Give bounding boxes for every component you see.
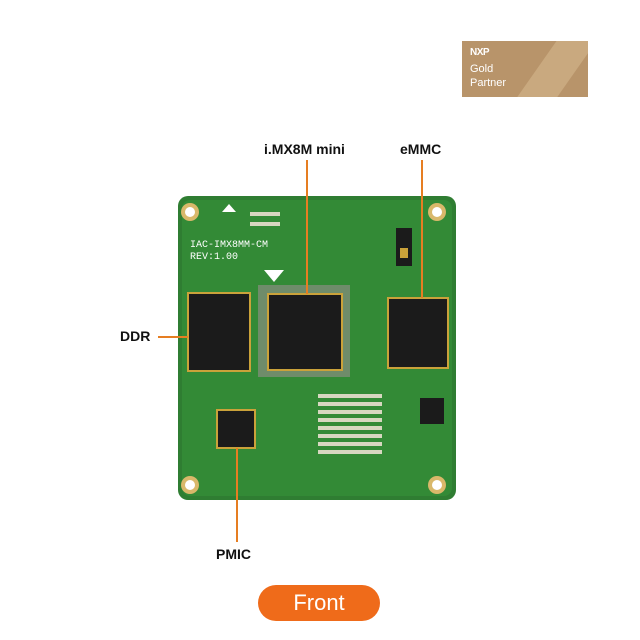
cpu-callout-label: i.MX8M mini [264, 141, 345, 157]
pad-rows [250, 212, 382, 454]
pmic-leader-line [236, 448, 238, 542]
triangle-marker-cpu [264, 270, 284, 282]
badge-line-1: Gold [470, 63, 494, 75]
emmc-chip [387, 297, 449, 369]
pmic-chip [216, 409, 256, 449]
emmc-leader-line [421, 160, 423, 298]
badge-line-2: Partner [470, 77, 507, 89]
cpu-chip [267, 293, 343, 371]
ddr-leader-line [158, 336, 188, 338]
small-ic [420, 398, 444, 424]
ddr-callout-label: DDR [120, 328, 151, 344]
board-revision-text: REV:1.00 [190, 252, 238, 263]
mounting-holes [181, 203, 446, 494]
board-model-text: IAC-IMX8MM-CM [190, 240, 268, 251]
dip-switch [396, 228, 412, 266]
nxp-gold-partner-badge: NXP Gold Partner [462, 41, 588, 97]
triangle-marker-top [222, 204, 236, 212]
pmic-callout-label: PMIC [216, 546, 251, 562]
cpu-leader-line [306, 160, 308, 294]
front-view-button[interactable]: Front [258, 585, 380, 621]
badge-brand: NXP [470, 47, 490, 58]
emmc-callout-label: eMMC [400, 141, 442, 157]
ddr-chip [187, 292, 251, 372]
